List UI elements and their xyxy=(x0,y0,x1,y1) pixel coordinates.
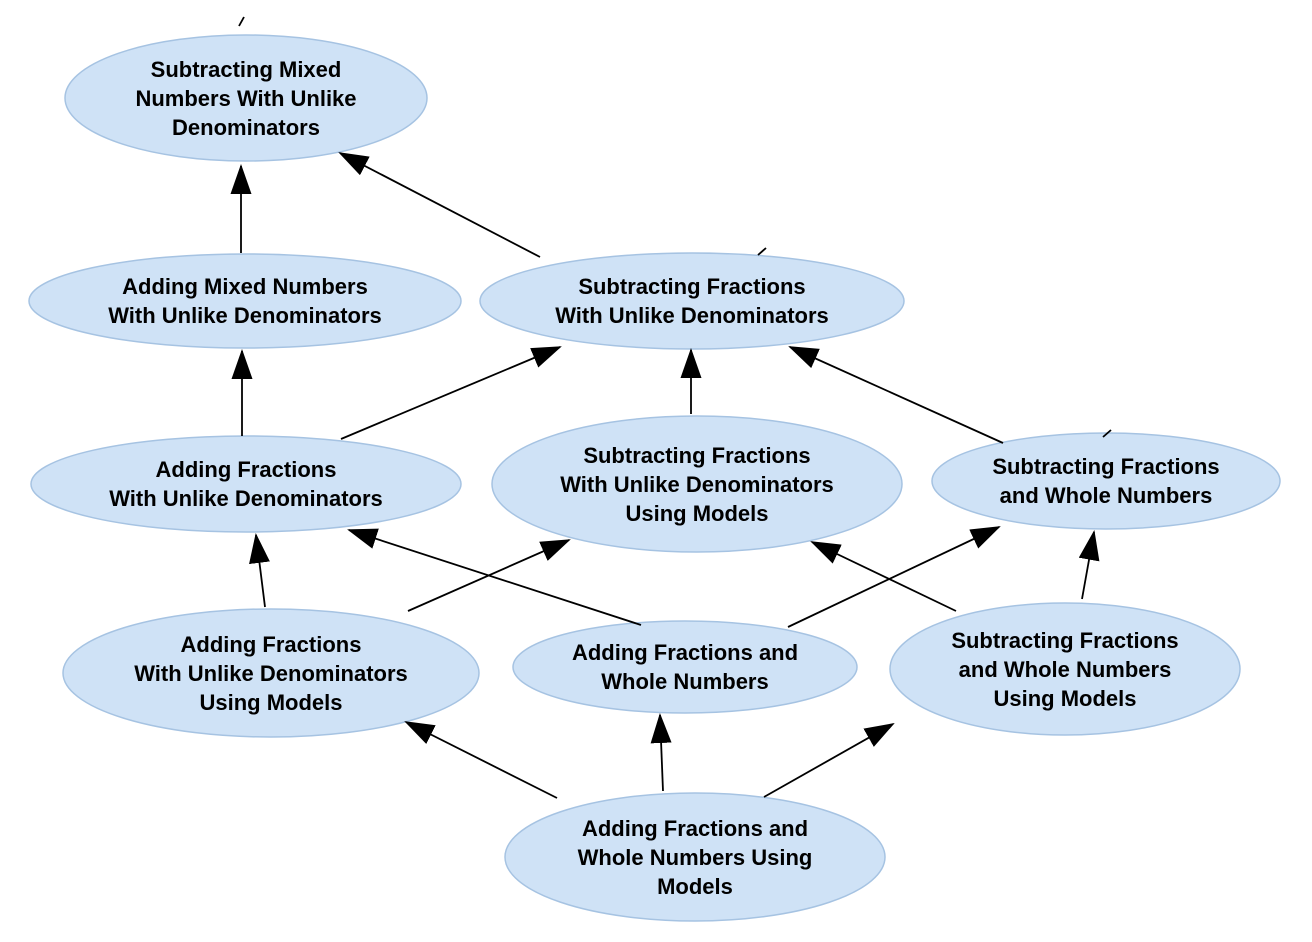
node-subtracting-fractions-and-whole-numbers xyxy=(931,432,1281,530)
node-subtracting-fractions-with-unlike-denominators-using-models xyxy=(491,415,903,553)
edge-adding-fractions-with-unlike-denominators-using-models--subtracting-fractions-with-unlike-denominators-using-models xyxy=(407,539,571,612)
edge-adding-fractions-with-unlike-denominators-using-models--adding-fractions-with-unlike-denominators xyxy=(249,533,270,608)
node-subtracting-fractions-with-unlike-denominators xyxy=(479,252,905,350)
edge-subtracting-fractions-with-unlike-denominators--subtracting-mixed-numbers-with-unlike-denominators xyxy=(338,152,541,258)
node-adding-fractions-with-unlike-denominators xyxy=(30,435,462,533)
nodes-layer xyxy=(28,34,1281,922)
node-adding-mixed-numbers-with-unlike-denominators xyxy=(28,253,462,349)
edge-subtracting-fractions-and-whole-numbers--subtracting-fractions-with-unlike-denominators xyxy=(788,346,1004,444)
stub-marks-layer xyxy=(238,16,1112,438)
edge-subtracting-fractions-and-whole-numbers-using-models--subtracting-fractions-and-whole-numbers xyxy=(1078,530,1100,600)
node-adding-fractions-with-unlike-denominators-using-models xyxy=(62,608,480,738)
node-subtracting-fractions-and-whole-numbers-using-models xyxy=(889,602,1241,736)
edge-adding-fractions-and-whole-numbers--adding-fractions-with-unlike-denominators xyxy=(347,528,642,626)
edges-layer xyxy=(230,152,1100,799)
node-adding-fractions-and-whole-numbers-using-models xyxy=(504,792,886,922)
edge-adding-fractions-and-whole-numbers-using-models--adding-fractions-and-whole-numbers xyxy=(650,713,672,792)
edge-adding-fractions-and-whole-numbers-using-models--subtracting-fractions-and-whole-numbers-using-models xyxy=(763,723,895,798)
edge-adding-fractions-and-whole-numbers--subtracting-fractions-and-whole-numbers xyxy=(787,526,1001,628)
edge-adding-fractions-with-unlike-denominators--subtracting-fractions-with-unlike-denominators xyxy=(340,346,562,440)
stub-mark-0 xyxy=(238,16,245,27)
edge-adding-fractions-and-whole-numbers-using-models--adding-fractions-with-unlike-denominators-using-models xyxy=(404,721,558,799)
stub-mark-2 xyxy=(1102,429,1112,438)
stub-mark-1 xyxy=(757,247,767,256)
node-subtracting-mixed-numbers-with-unlike-denominators xyxy=(64,34,428,162)
edge-subtracting-fractions-and-whole-numbers-using-models--subtracting-fractions-with-unlike-denominators-using-models xyxy=(810,541,957,612)
node-adding-fractions-and-whole-numbers xyxy=(512,620,858,714)
